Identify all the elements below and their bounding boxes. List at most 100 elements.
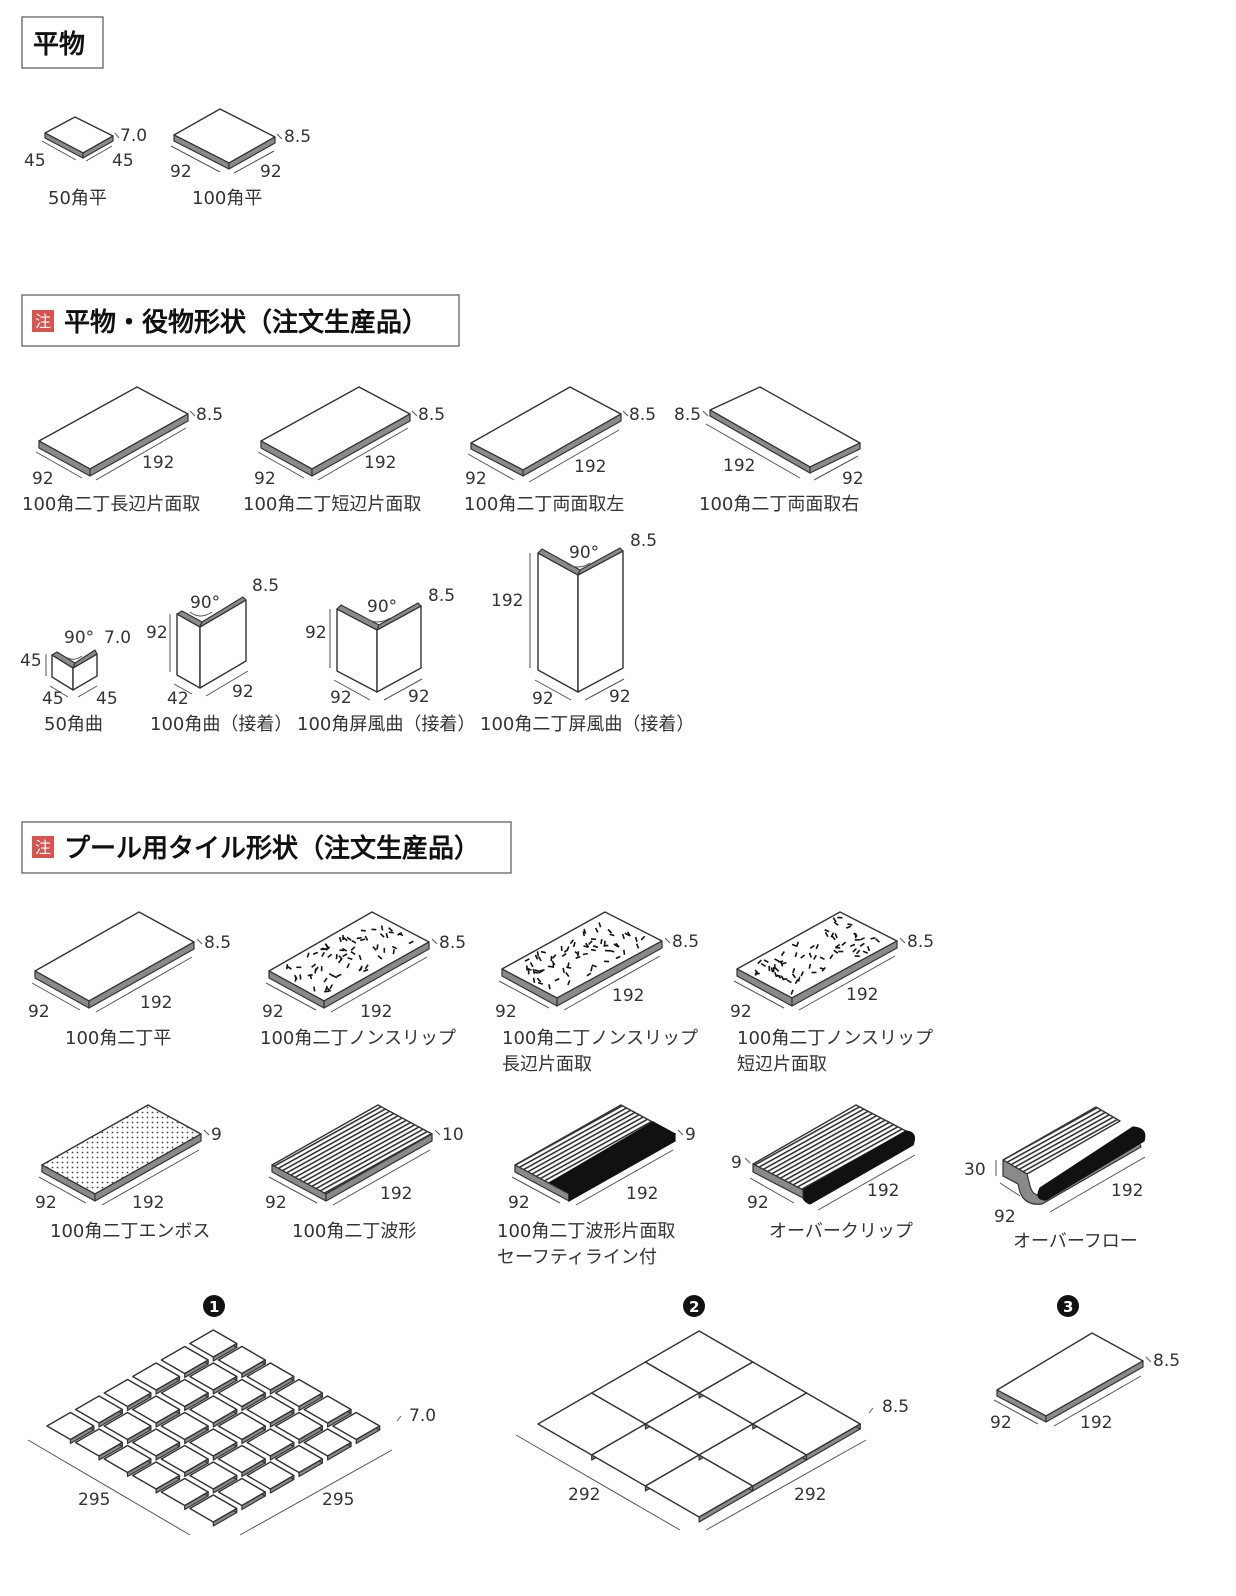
speckle-mark (615, 942, 620, 948)
speckle-mark (326, 987, 332, 992)
tile-100-corner-glued: 90° 8.5 92 42 92 100角曲（接着） (146, 576, 292, 735)
tile-pool-over-clip: 9 92 192 オーバークリップ (731, 1104, 916, 1242)
speckle-mark (347, 956, 353, 961)
sheet-marker-icon (683, 1295, 705, 1317)
tile-cell (131, 1395, 181, 1424)
speckle-mark (391, 945, 398, 950)
dim-thickness: 7.0 (104, 628, 131, 648)
dim-width: 92 (32, 469, 54, 489)
tile-cell (189, 1428, 238, 1457)
speckle-mark (335, 954, 338, 960)
speckle-mark (324, 943, 329, 949)
tile-caption: 100角曲（接着） (150, 714, 292, 735)
speckle-mark (598, 922, 602, 928)
dim-angle: 90° (367, 597, 397, 617)
tile-cell (274, 1444, 324, 1474)
speckle-mark (808, 963, 812, 969)
tile-caption: 50角平 (48, 188, 107, 209)
speckle-mark (862, 950, 868, 954)
dim-length: 192 (846, 985, 878, 1005)
tile-cell (189, 1494, 238, 1523)
speckle-mark (775, 974, 781, 977)
dim-width: 92 (265, 1193, 287, 1213)
speckle-mark (536, 951, 539, 957)
speckle-mark (329, 984, 334, 990)
tile-caption: オーバークリップ (769, 1221, 913, 1242)
dim-depth: 92 (609, 687, 631, 707)
speckle-mark (332, 974, 338, 979)
tile-cell (246, 1395, 295, 1424)
dim-width: 92 (747, 1193, 769, 1213)
speckle-mark (800, 954, 806, 959)
speckle-mark (815, 943, 819, 950)
tile-cell (246, 1461, 295, 1490)
mosaic-grid-50 (46, 1329, 381, 1527)
speckle-mark (324, 985, 328, 992)
speckle-mark (552, 954, 557, 959)
tile-pool-2x-flat: 8.5 92 192 100角二丁平 (28, 911, 231, 1049)
tile-cell (274, 1378, 324, 1408)
speckle-mark (845, 925, 852, 929)
speckle-mark (797, 976, 801, 982)
tile-2x-both-chamfer-left: 8.5 92 192 100角二丁両面取左 (464, 386, 656, 515)
speckle-mark (626, 931, 631, 937)
nonslip-texture (754, 916, 881, 995)
dim-length: 192 (360, 1002, 392, 1022)
speckle-mark (824, 929, 830, 933)
tile-cell (160, 1345, 209, 1375)
speckle-mark (408, 940, 414, 945)
dim-length: 192 (132, 1193, 164, 1213)
dim-angle: 90° (64, 628, 94, 648)
sheet-marker-label: 3 (1063, 1298, 1073, 1316)
tile-100-folding-corner: 90° 8.5 92 92 92 100角屏風曲（接着） (297, 586, 475, 735)
speckle-mark (311, 963, 317, 968)
dim-length: 192 (1111, 1181, 1143, 1201)
tile-cell (752, 1392, 861, 1456)
speckle-mark (358, 954, 362, 961)
speckle-mark (855, 949, 861, 955)
tile-grid-100 (537, 1330, 861, 1523)
speckle-mark (859, 942, 865, 947)
speckle-mark (388, 927, 393, 932)
tile-cell (217, 1411, 266, 1441)
tile-2x-long-chamfer: 8.5 92 192 100角二丁長辺片面取 (22, 386, 223, 515)
speckle-mark (592, 945, 599, 949)
dim-length: 192 (1080, 1413, 1112, 1433)
speckle-mark (795, 941, 800, 947)
dim-width: 92 (28, 1002, 50, 1022)
speckle-mark (635, 943, 640, 949)
tile-cell (189, 1362, 238, 1391)
tile-caption: 100角二丁ノンスリップ (737, 1028, 933, 1049)
tile-2x-short-chamfer: 8.5 92 192 100角二丁短辺片面取 (243, 386, 445, 515)
speckle-mark (379, 933, 385, 938)
speckle-mark (791, 943, 798, 948)
speckle-mark (539, 969, 545, 972)
dim-thickness: 9 (685, 1125, 696, 1145)
speckle-mark (567, 962, 570, 968)
tile-cell (160, 1411, 209, 1441)
dim-depth: 45 (96, 689, 118, 709)
tile-50-flat: 7.0 45 45 50角平 (24, 116, 147, 209)
dim-length: 192 (723, 456, 755, 476)
tile-caption: 100角二丁エンボス (50, 1221, 210, 1242)
speckle-mark (563, 948, 569, 953)
speckle-mark (757, 959, 762, 965)
speckle-mark (634, 936, 638, 943)
speckle-mark (791, 973, 797, 979)
speckle-mark (360, 938, 366, 942)
dim-length: 192 (364, 453, 396, 473)
speckle-mark (794, 978, 799, 985)
speckle-mark (774, 958, 780, 962)
speckle-mark (590, 966, 593, 972)
tile-2x-both-chamfer-right: 8.5 192 92 100角二丁両面取右 (674, 386, 864, 515)
speckle-mark (388, 931, 394, 934)
speckle-mark (829, 954, 834, 960)
tile-pool-nonslip: 8.5 92 192 100角二丁ノンスリップ (260, 911, 466, 1049)
speckle-mark (299, 974, 302, 980)
dim-height: 45 (20, 651, 42, 671)
dim-height: 30 (964, 1160, 986, 1180)
dim-width: 92 (262, 1002, 284, 1022)
speckle-mark (835, 946, 841, 949)
speckle-mark (540, 950, 547, 954)
